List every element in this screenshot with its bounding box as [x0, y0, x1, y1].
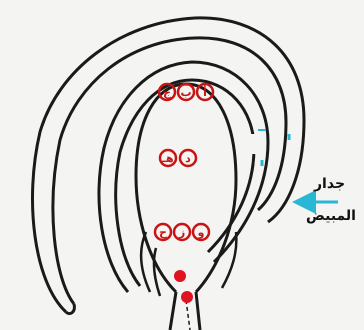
embryo-sac [136, 84, 236, 292]
red-dot [174, 270, 186, 282]
red-dot [181, 291, 193, 303]
marker-label: ح [159, 226, 167, 239]
marker-label: ب [180, 86, 191, 99]
marker-label: أ [203, 85, 207, 99]
ovary-wall-label-line2: المبيض [306, 208, 356, 224]
marker-label: هـ [161, 152, 173, 165]
marker-row-bottom: ح ز و [155, 224, 209, 240]
marker-row-middle: هـ د [160, 150, 196, 166]
marker-row-top: ج ب أ [159, 84, 213, 100]
marker-label: ز [178, 226, 185, 239]
ovary-wall-label-line1: جدار [314, 176, 345, 192]
marker-label: و [197, 226, 205, 239]
marker-label: ج [163, 86, 171, 100]
marker-label: د [185, 152, 191, 165]
